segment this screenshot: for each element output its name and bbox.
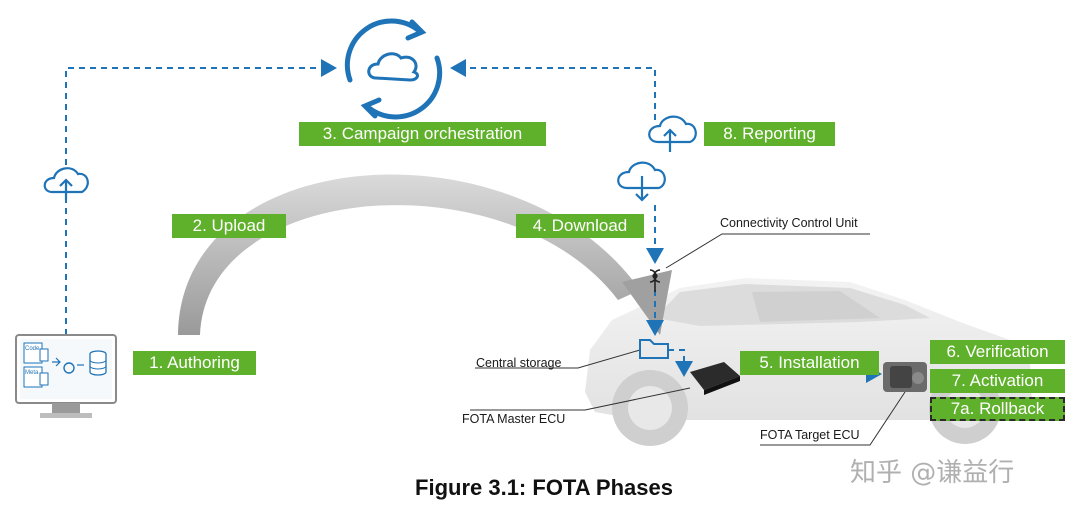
connectivity-leader <box>665 233 870 269</box>
phase-authoring: 1. Authoring <box>133 351 256 375</box>
watermark: 知乎 @谦益行 <box>850 458 1015 488</box>
download-cloud-icon <box>617 161 666 202</box>
upload-cloud-icon <box>43 167 89 200</box>
phase-campaign: 3. Campaign orchestration <box>299 122 546 146</box>
phase-download: 4. Download <box>516 214 644 238</box>
target-ecu-device <box>883 362 927 392</box>
fota-master-ecu-label: FOTA Master ECU <box>462 412 566 426</box>
figure-caption: Figure 3.1: FOTA Phases <box>415 475 673 500</box>
central-storage-label: Central storage <box>476 356 562 370</box>
storage-to-master-flow <box>668 349 693 377</box>
connectivity-control-unit-label: Connectivity Control Unit <box>720 216 858 230</box>
phase-rollback: 7a. Rollback <box>930 397 1065 421</box>
antenna-icon <box>649 269 661 292</box>
cloud-sync-icon <box>344 18 443 120</box>
phase-reporting: 8. Reporting <box>704 122 835 146</box>
fota-target-ecu-label: FOTA Target ECU <box>760 428 860 442</box>
reporting-cloud-icon <box>648 115 697 152</box>
target-leader <box>760 391 906 446</box>
reporting-flow <box>450 59 656 120</box>
folder-icon <box>639 339 669 359</box>
authoring-workstation: Code Meta <box>15 334 117 418</box>
master-leader <box>470 387 691 411</box>
phase-verification: 6. Verification <box>930 340 1065 364</box>
upload-download-arc <box>178 174 640 335</box>
code-file-label: Code <box>25 346 40 352</box>
master-ecu-device <box>690 362 740 395</box>
arc-arrowhead <box>622 270 672 335</box>
phase-installation: 5. Installation <box>740 351 879 375</box>
storage-leader <box>475 349 641 369</box>
meta-file-label: Meta <box>25 370 39 376</box>
phase-activation: 7. Activation <box>930 369 1065 393</box>
phase-upload: 2. Upload <box>172 214 286 238</box>
